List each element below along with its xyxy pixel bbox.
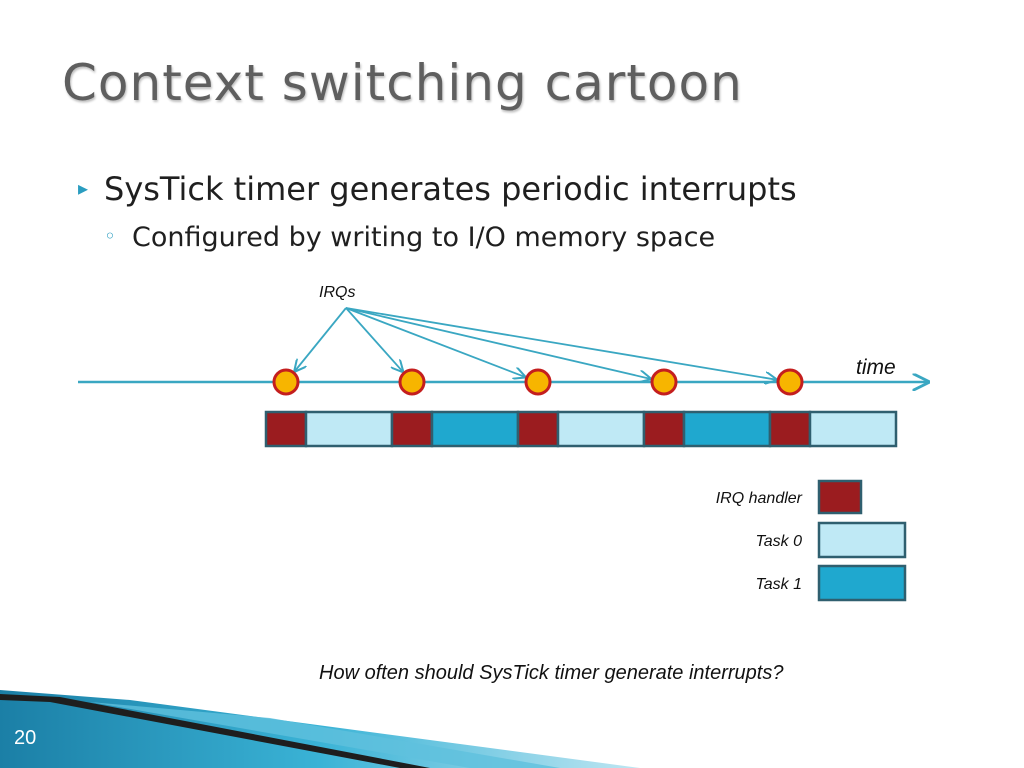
- irq-arrow: [295, 307, 347, 371]
- timeline-segment-irq: [768, 410, 812, 448]
- sub-bullet-text: Configured by writing to I/O memory spac…: [132, 222, 716, 253]
- irq-arrow: [345, 307, 403, 372]
- timeline-segment-task1: [430, 410, 520, 448]
- irq-arrows: [295, 307, 776, 380]
- timeline-segment-task0: [808, 410, 898, 448]
- legend-label: Task 1: [755, 576, 802, 593]
- irq-marker: [398, 368, 426, 396]
- question-text: How often should SysTick timer generate …: [319, 662, 784, 684]
- timeline-bar: [264, 410, 898, 448]
- irq-markers: [272, 368, 804, 396]
- irq-label: IRQs: [319, 284, 355, 301]
- timeline-segment-irq: [390, 410, 434, 448]
- legend-swatch-irq: [817, 479, 863, 515]
- page-number: 20: [14, 727, 37, 749]
- irq-marker: [524, 368, 552, 396]
- legend-swatch-task1: [817, 564, 907, 602]
- irq-marker: [650, 368, 678, 396]
- legend-swatch-task0: [817, 521, 907, 559]
- bullet-text: SysTick timer generates periodic interru…: [104, 170, 797, 208]
- timeline-segment-irq: [642, 410, 686, 448]
- triangle-bullet-icon: ▸: [78, 176, 89, 200]
- irq-arrow: [345, 307, 776, 380]
- footer-decoration: [0, 690, 640, 768]
- bullet-level-1: ▸ SysTick timer generates periodic interr…: [78, 170, 797, 208]
- time-label: time: [856, 356, 896, 379]
- timeline-segment-task1: [682, 410, 772, 448]
- irq-marker: [776, 368, 804, 396]
- irq-arrow: [345, 307, 650, 379]
- bullet-level-2: ◦ Configured by writing to I/O memory spa…: [104, 222, 715, 253]
- legend-label: Task 0: [755, 533, 802, 550]
- timeline-segment-irq: [516, 410, 560, 448]
- timeline-segment-task0: [304, 410, 394, 448]
- circle-bullet-icon: ◦: [104, 224, 116, 248]
- timeline-segment-task0: [556, 410, 646, 448]
- irq-marker: [272, 368, 300, 396]
- timeline-segment-irq: [264, 410, 308, 448]
- legend-label: IRQ handler: [716, 490, 803, 507]
- slide-title: Context switching cartoon: [62, 54, 743, 112]
- irq-arrow: [345, 307, 525, 377]
